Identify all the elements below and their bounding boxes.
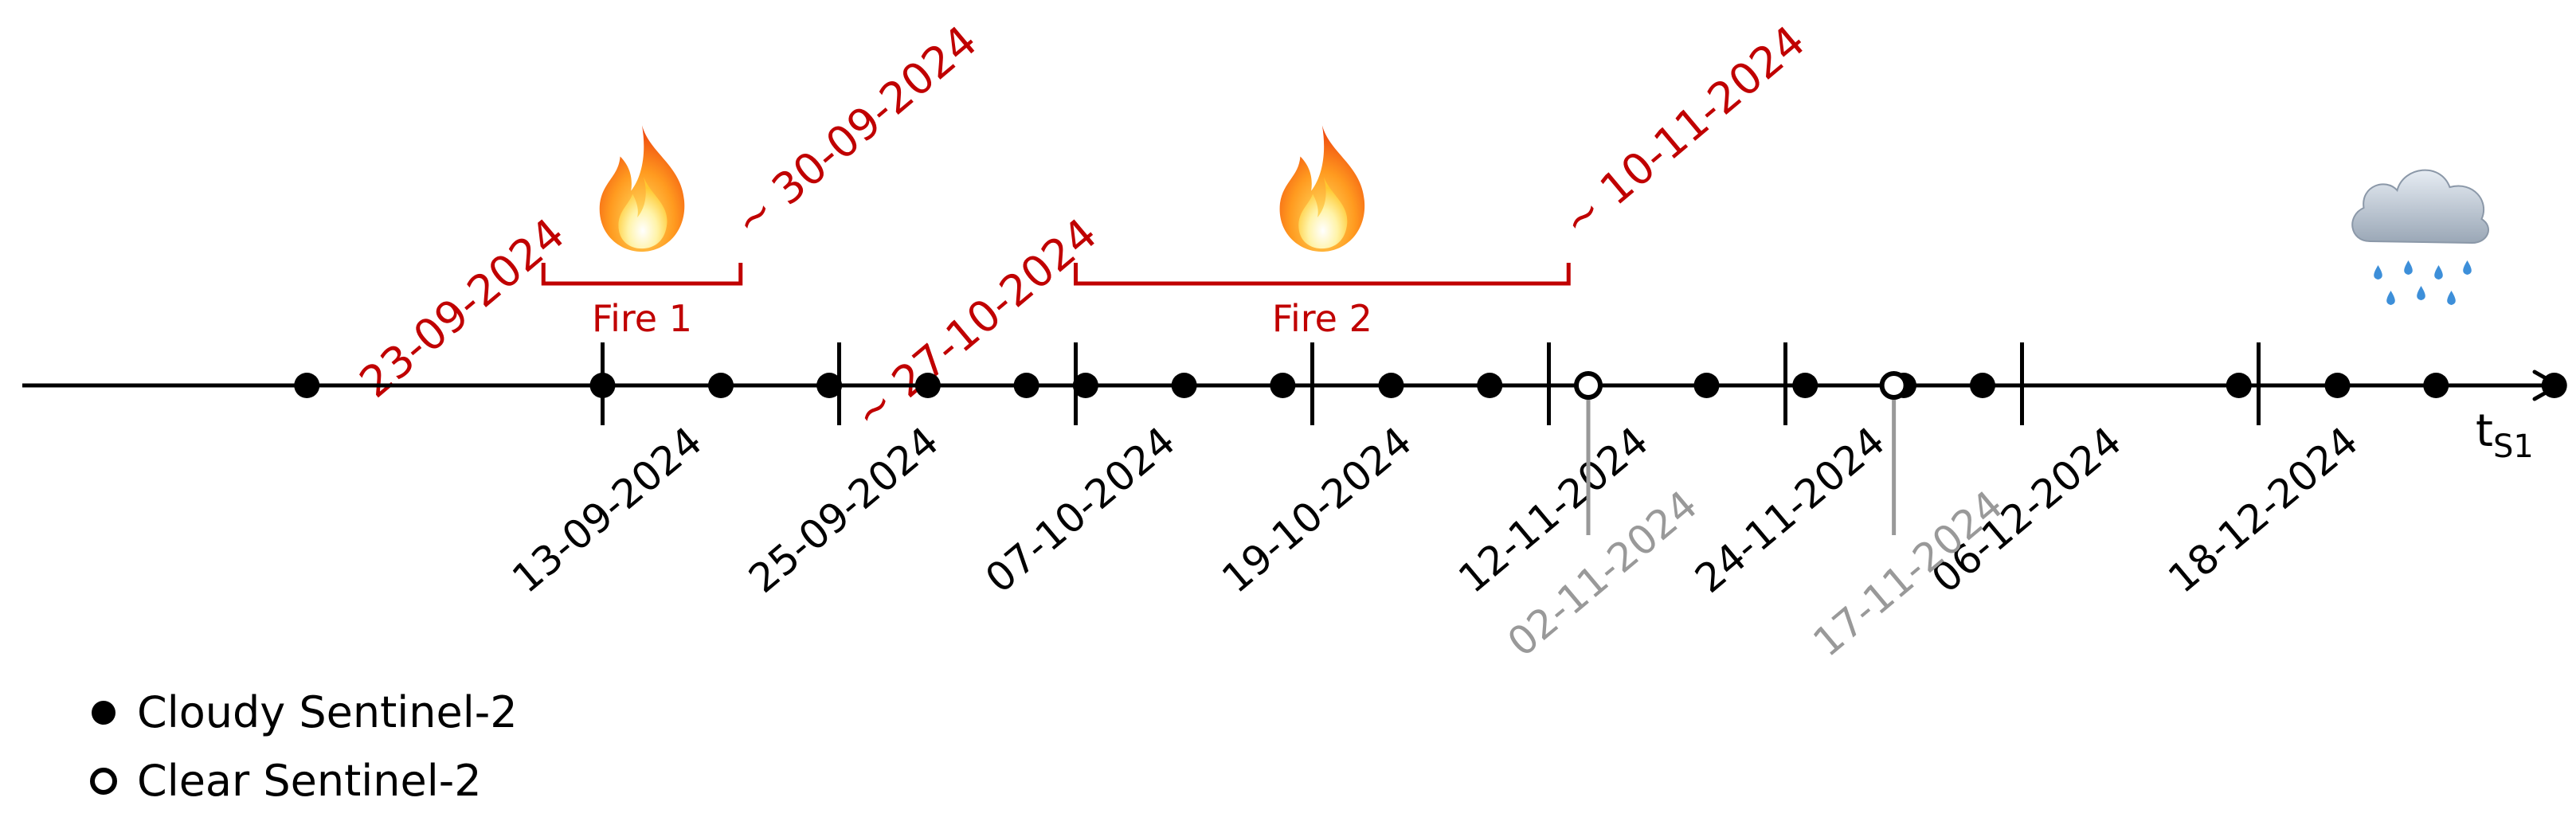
legend-clear-label: Clear Sentinel-2 [137, 756, 482, 806]
clear-sentinel-2-marker [1879, 371, 1909, 400]
cloudy-sentinel-2-marker [2423, 373, 2449, 398]
axis-label: tS1 [2476, 405, 2534, 465]
fire-2-event: ~ 27-10-2024 ~ 10-11-2024 Fire 2 [844, 16, 1815, 440]
legend-clear-marker [90, 768, 117, 795]
fire-icon [599, 125, 685, 252]
cloudy-sentinel-2-marker [1378, 373, 1404, 398]
sentinel-1-ticks [601, 342, 2261, 425]
cloudy-sentinel-2-marker [1013, 373, 1039, 398]
fire-1-label: Fire 1 [592, 297, 692, 340]
cloudy-sentinel-2-marker [708, 373, 734, 398]
cloudy-sentinel-2-marker [1477, 373, 1503, 398]
cloudy-sentinel-2-marker [1970, 373, 1995, 398]
cloudy-sentinel-2-marker [2226, 373, 2252, 398]
cloudy-sentinel-2-marker [2324, 373, 2351, 398]
sentinel-1-date-label: 24-11-2024 [1686, 418, 1893, 602]
fire-icon [1279, 125, 1365, 252]
cloudy-sentinel-2-marker [1792, 373, 1818, 398]
cloudy-sentinel-2-marker [1270, 373, 1296, 398]
clear-sentinel-2-marker [1574, 371, 1603, 400]
cloudy-sentinel-2-marker [816, 373, 843, 398]
legend-cloudy-marker [92, 701, 115, 725]
legend: Cloudy Sentinel-2 Clear Sentinel-2 [90, 687, 518, 806]
rain-cloud-icon [2351, 169, 2489, 305]
sentinel-1-date-label: 13-09-2024 [503, 418, 711, 602]
cloudy-sentinel-2-markers [294, 373, 2567, 398]
cloudy-sentinel-2-marker [1171, 373, 1197, 398]
fire-1-start-date: 23-09-2024 [350, 209, 574, 408]
sentinel-1-date-label: 19-10-2024 [1213, 418, 1420, 602]
cloudy-sentinel-2-marker [589, 373, 616, 398]
cloudy-sentinel-2-marker [1072, 373, 1098, 398]
fire-2-start-date: ~ 27-10-2024 [844, 209, 1106, 440]
fire-1-event: 23-09-2024 ~ 30-09-2024 Fire 1 [350, 16, 987, 408]
fire-2-period-bracket [1074, 263, 1571, 286]
legend-cloudy-label: Cloudy Sentinel-2 [137, 687, 518, 737]
sentinel-1-date-label: 18-12-2024 [2159, 418, 2367, 602]
sentinel-1-date-label: 07-10-2024 [977, 418, 1184, 602]
sentinel-1-date-label: 25-09-2024 [740, 418, 947, 602]
cloudy-sentinel-2-marker [1693, 373, 1720, 398]
cloudy-sentinel-2-marker [2541, 373, 2567, 398]
cloudy-sentinel-2-marker [294, 373, 320, 398]
cloudy-sentinel-2-marker [914, 373, 941, 398]
fire-2-end-date: ~ 10-11-2024 [1552, 16, 1815, 247]
fire-1-end-date: ~ 30-09-2024 [725, 16, 987, 247]
fire-1-period-bracket [541, 263, 743, 286]
fire-2-label: Fire 2 [1272, 297, 1372, 340]
